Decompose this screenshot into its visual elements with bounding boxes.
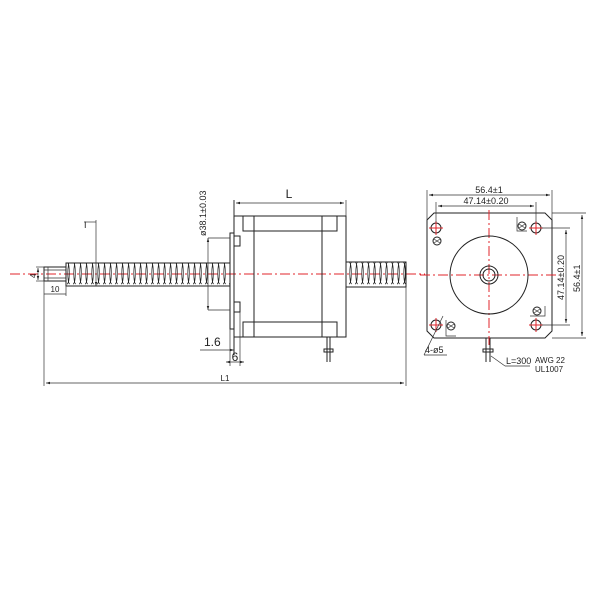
dim-boss-diameter-label: ø38.1±0.03 (198, 191, 208, 236)
mount-holes-label: 4-ø5 (425, 345, 444, 355)
dim-boss-height-label: 6 (232, 350, 239, 364)
dim-body-length: L (233, 187, 347, 216)
mount-hole-br (529, 318, 543, 332)
screw-icon-4 (445, 320, 456, 337)
dim-width-outer: 56.4±1 (426, 185, 553, 220)
boss-circle (449, 235, 529, 315)
shaft-outer-circle (479, 265, 499, 285)
screw-icon-2 (516, 217, 527, 232)
dim-screw-marker: I (84, 220, 98, 286)
lead-wire-side (323, 337, 334, 362)
dim-end-diameter-label: 4 (29, 273, 38, 278)
dim-end-length: 10 (43, 281, 67, 300)
dim-flange-thickness: 1.6 (200, 335, 234, 352)
mount-hole-tl (429, 221, 443, 235)
wire-gauge-label: AWG 22 (535, 356, 565, 365)
dim-total-length: L1 (43, 287, 407, 386)
lead-length-label: L=300 (506, 356, 531, 366)
dim-boss-height: 6 (226, 312, 244, 366)
shaft-inner-circle (482, 268, 496, 282)
screw-icon-1 (432, 236, 442, 246)
dim-end-length-label: 10 (51, 285, 60, 294)
dim-body-length-label: L (286, 187, 293, 201)
dim-total-length-label: L1 (221, 374, 230, 383)
motor-body-side (233, 215, 347, 338)
lead-wire-front (482, 338, 494, 362)
dim-width-holes-label: 47.14±0.20 (464, 196, 509, 206)
dim-height-outer-label: 56.4±1 (572, 265, 582, 292)
front-view: 56.4±1 47.14±0.20 47.14±0.20 56.4±1 (420, 185, 586, 374)
dim-flange-label: 1.6 (204, 335, 221, 349)
dim-end-diameter: 4 (29, 266, 44, 282)
dim-height-holes-label: 47.14±0.20 (556, 255, 566, 300)
wire-spec-label: UL1007 (535, 365, 564, 374)
front-flange (229, 200, 241, 355)
leader-mount-holes: 4-ø5 (423, 315, 447, 356)
dim-height-holes: 47.14±0.20 (542, 227, 570, 326)
mount-hole-tr (529, 221, 543, 235)
dim-screw-label: I (84, 220, 87, 230)
dim-width-outer-label: 56.4±1 (475, 185, 502, 195)
dim-width-holes: 47.14±0.20 (435, 196, 537, 222)
dim-height-outer: 56.4±1 (552, 212, 586, 339)
motor-face-outline (426, 212, 553, 339)
side-view: L ø38.1±0.03 1.6 6 I (10, 187, 425, 386)
screw-icon-3 (530, 306, 546, 317)
lead-screw-left (65, 262, 231, 287)
dim-boss-diameter: ø38.1±0.03 (198, 191, 230, 311)
lead-screw-right (345, 261, 407, 288)
leader-lead-length: L=300 AWG 22 UL1007 (490, 355, 565, 374)
